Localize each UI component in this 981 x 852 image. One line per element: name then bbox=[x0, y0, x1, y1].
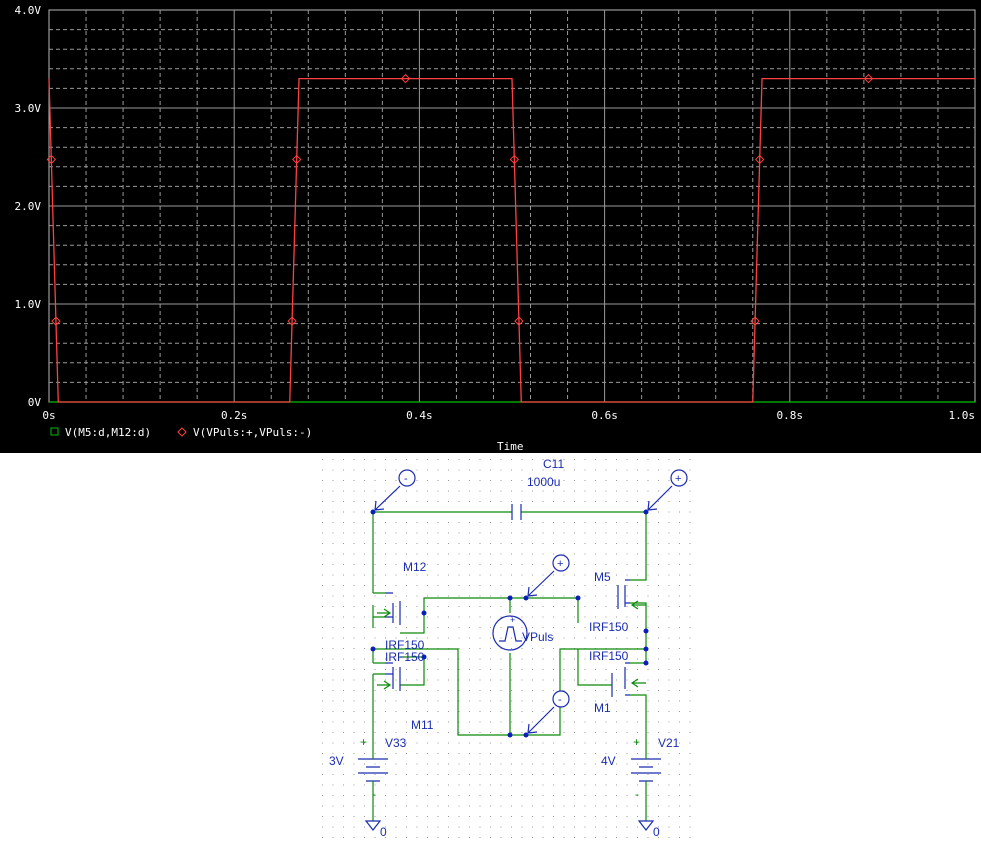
m5-model: IRF150 bbox=[589, 620, 629, 634]
right-gate-wire bbox=[577, 598, 612, 686]
y-tick-label: 0V bbox=[28, 396, 42, 409]
v33-minus-sign: - bbox=[372, 787, 376, 801]
x-tick-label: 0.4s bbox=[406, 409, 433, 422]
m12-model: IRF150 bbox=[385, 638, 425, 652]
v33-value: 3V bbox=[329, 754, 344, 768]
legend: V(M5:d,M12:d) V(VPuls:+,VPuls:-) bbox=[50, 426, 312, 439]
dc-source-v33[interactable]: + - V33 3V bbox=[329, 735, 407, 821]
pulse-source-vpuls[interactable]: + VPuls bbox=[492, 615, 553, 651]
m1-model: IRF150 bbox=[589, 649, 629, 663]
m11-ref: M11 bbox=[411, 718, 434, 732]
series-marker-diamond bbox=[46, 154, 57, 165]
v21-minus-sign: - bbox=[635, 787, 639, 801]
gate-bus-wire bbox=[423, 597, 578, 613]
schematic-panel[interactable]: C11 1000u M12 IRF150 IRF150 M11 bbox=[0, 453, 981, 848]
series-marker-diamond bbox=[287, 316, 297, 326]
svg-text:-: - bbox=[558, 694, 562, 706]
v33-plus-sign: + bbox=[360, 735, 367, 749]
y-tick-label: 1.0V bbox=[15, 298, 42, 311]
left-lower-wire bbox=[372, 648, 510, 753]
series-marker-diamond bbox=[754, 154, 765, 165]
series-marker-diamond bbox=[750, 316, 760, 326]
v33-ref: V33 bbox=[385, 736, 407, 750]
x-axis-ticks: 0s 0.2s 0.4s 0.6s 0.8s 1.0s bbox=[42, 409, 975, 422]
dc-source-v21[interactable]: + - V21 4V bbox=[601, 735, 680, 821]
x-tick-label: 0s bbox=[42, 409, 55, 422]
legend-marker-diamond-icon bbox=[177, 427, 187, 437]
series-marker-diamond bbox=[51, 316, 61, 326]
right-branch-wire bbox=[630, 512, 647, 753]
mosfet-m5[interactable]: M5 IRF150 bbox=[589, 570, 646, 634]
ground-left-icon[interactable]: 0 bbox=[364, 820, 387, 839]
m1-ref: M1 bbox=[594, 701, 611, 715]
voltage-probe-minus-left-icon[interactable]: - bbox=[374, 469, 416, 511]
series-line-2 bbox=[48, 77, 975, 403]
ground-left-label: 0 bbox=[380, 825, 387, 839]
x-tick-label: 0.8s bbox=[777, 409, 804, 422]
m11-body-wire bbox=[400, 656, 425, 686]
waveform-plot-panel[interactable]: 4.0V 3.0V 2.0V 1.0V 0V 0s 0.2s 0.4s 0.6s 0.8s 1.0… bbox=[0, 0, 981, 453]
y-tick-label: 4.0V bbox=[15, 4, 42, 17]
legend-label-1: V(M5:d,M12:d) bbox=[65, 426, 151, 439]
y-tick-label: 3.0V bbox=[15, 102, 42, 115]
pulse-source-ref: VPuls bbox=[522, 630, 553, 644]
x-axis-label: Time bbox=[497, 440, 524, 453]
m12-ref: M12 bbox=[403, 560, 427, 574]
capacitor-c11[interactable]: C11 1000u bbox=[373, 457, 646, 520]
pulse-source-plus-sign: + bbox=[510, 615, 515, 625]
x-tick-label: 0.2s bbox=[221, 409, 248, 422]
m12-body-wire bbox=[400, 613, 425, 634]
schematic-canvas[interactable]: C11 1000u M12 IRF150 IRF150 M11 bbox=[0, 453, 981, 848]
series-marker-diamond bbox=[400, 73, 411, 84]
mosfet-m1[interactable]: IRF150 M1 bbox=[589, 649, 646, 715]
connection-nodes bbox=[370, 509, 649, 738]
series-marker-diamond bbox=[509, 154, 520, 165]
m11-model: IRF150 bbox=[385, 650, 425, 664]
plot-series bbox=[46, 73, 975, 403]
svg-text:+: + bbox=[557, 558, 563, 570]
left-drain-wire bbox=[372, 512, 385, 628]
mosfet-m11[interactable]: IRF150 M11 bbox=[377, 650, 434, 732]
v21-value: 4V bbox=[601, 754, 616, 768]
v21-ref: V21 bbox=[658, 736, 680, 750]
voltage-probe-plus-gate-icon[interactable]: + bbox=[527, 554, 570, 597]
ground-right-label: 0 bbox=[653, 825, 660, 839]
x-tick-label: 1.0s bbox=[949, 409, 976, 422]
v21-plus-sign: + bbox=[633, 735, 640, 749]
voltage-probe-minus-bottom-icon[interactable]: - bbox=[527, 690, 570, 734]
legend-marker-square-icon bbox=[50, 427, 59, 436]
capacitor-ref: C11 bbox=[543, 457, 564, 471]
series-marker-diamond bbox=[291, 154, 302, 165]
m5-ref: M5 bbox=[594, 570, 611, 584]
svg-text:+: + bbox=[675, 473, 681, 485]
y-tick-label: 2.0V bbox=[15, 200, 42, 213]
capacitor-value: 1000u bbox=[527, 475, 560, 489]
y-axis-ticks: 4.0V 3.0V 2.0V 1.0V 0V bbox=[15, 4, 42, 409]
series-marker-diamond bbox=[514, 316, 524, 326]
series-marker-diamond bbox=[863, 73, 874, 84]
waveform-plot[interactable]: 4.0V 3.0V 2.0V 1.0V 0V 0s 0.2s 0.4s 0.6s 0.8s 1.0… bbox=[0, 0, 981, 453]
plot-grid bbox=[49, 10, 975, 402]
voltage-probe-plus-right-icon[interactable]: + bbox=[647, 469, 688, 511]
x-tick-label: 0.6s bbox=[591, 409, 618, 422]
ground-right-icon[interactable]: 0 bbox=[637, 820, 660, 839]
svg-text:-: - bbox=[404, 473, 408, 485]
mosfet-m12[interactable]: M12 IRF150 bbox=[377, 560, 427, 652]
legend-label-2: V(VPuls:+,VPuls:-) bbox=[193, 426, 312, 439]
